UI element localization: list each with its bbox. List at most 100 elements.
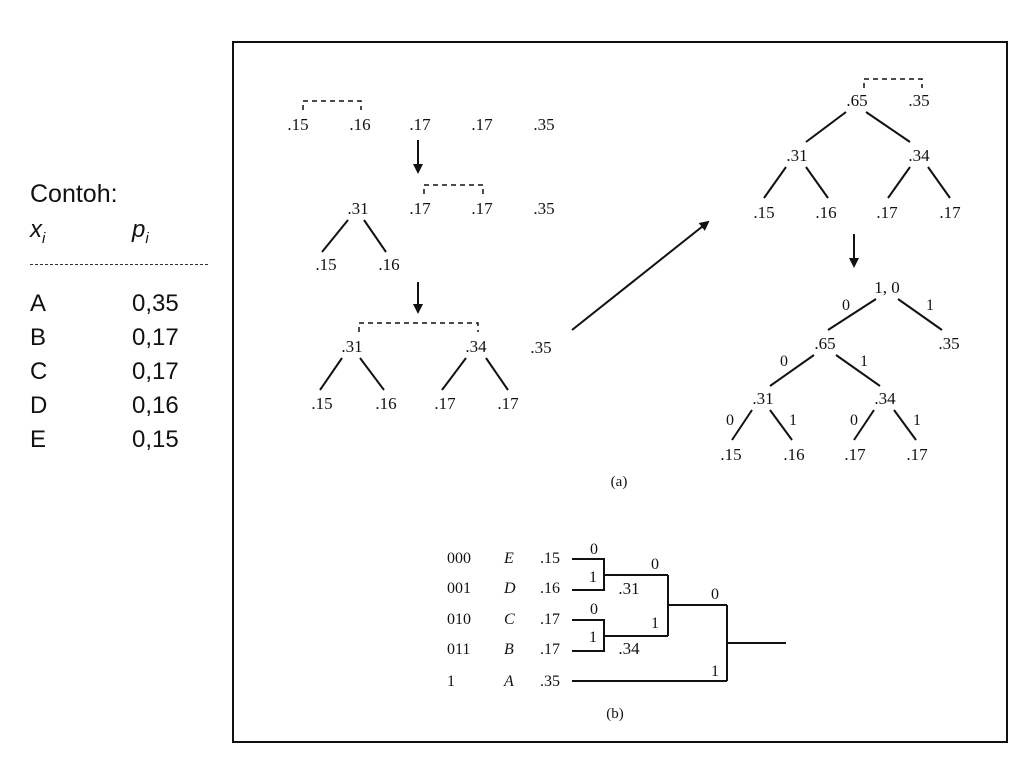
code-table-b: 000 E .15 001 D .16 010 C .17 011 B .17 … xyxy=(447,550,560,690)
merge-bracket xyxy=(358,322,479,332)
node-label: .17 xyxy=(876,203,898,222)
tree-edge xyxy=(441,357,467,391)
code-value: 010 xyxy=(447,611,471,628)
bit-label: 0 xyxy=(850,412,858,429)
bit-label: 0 xyxy=(711,586,719,603)
tree-edge xyxy=(805,166,829,199)
merge-value: .31 xyxy=(618,579,639,598)
tree-edge xyxy=(887,166,911,199)
node-label: .31 xyxy=(347,199,368,218)
node-label: .17 xyxy=(471,115,493,134)
node-label: .65 xyxy=(814,334,835,353)
node-label: .15 xyxy=(315,255,336,274)
node-label: .16 xyxy=(378,255,399,274)
prob-value: .35 xyxy=(540,673,560,690)
symbol-value: C xyxy=(504,611,515,628)
step3-row: .31 .15 .16 .34 .17 .17 .35 xyxy=(311,322,552,413)
tree-edge xyxy=(319,357,343,391)
bit-label: 0 xyxy=(842,297,850,314)
bit-label: 0 xyxy=(726,412,734,429)
step2-row: .31 .15 .16 .17 .17 .35 xyxy=(315,184,555,274)
node-label: .34 xyxy=(465,337,487,356)
symbol-value: E xyxy=(503,550,514,567)
node-label: .65 xyxy=(846,91,867,110)
prob-value: .15 xyxy=(540,550,560,567)
node-label: .34 xyxy=(874,389,896,408)
bit-label: 1 xyxy=(789,412,797,429)
node-label: .17 xyxy=(471,199,493,218)
node-label: .17 xyxy=(409,199,431,218)
node-label: .16 xyxy=(815,203,836,222)
node-label: .16 xyxy=(349,115,370,134)
tree-edge xyxy=(359,357,385,391)
merge-bracket xyxy=(302,100,362,110)
bit-label: 1 xyxy=(589,629,597,646)
node-label: .35 xyxy=(530,338,551,357)
tree-edge xyxy=(731,409,753,441)
bracket-line xyxy=(572,619,605,652)
bracket-line xyxy=(572,558,605,591)
symbol-value: A xyxy=(503,673,514,690)
header-separator xyxy=(30,264,208,265)
column-header-probability: pi xyxy=(132,216,149,247)
node-label: .17 xyxy=(939,203,961,222)
symbol-value: D xyxy=(503,580,516,597)
node-label: .17 xyxy=(906,445,928,464)
bit-label: 1 xyxy=(860,353,868,370)
final-tree: 1, 0 0 1 .65 .35 0 1 .31 .34 0 1 0 1 .15… xyxy=(720,278,959,464)
prob-value: .16 xyxy=(540,580,560,597)
code-value: 1 xyxy=(447,673,455,690)
code-value: 000 xyxy=(447,550,471,567)
caption-b: (b) xyxy=(606,706,624,722)
tree-edge xyxy=(827,298,877,331)
bit-label: 0 xyxy=(590,601,598,618)
tree-edge xyxy=(897,298,943,331)
bit-label: 1 xyxy=(913,412,921,429)
table-title: Contoh: xyxy=(30,180,118,208)
root-label: 1, 0 xyxy=(874,278,900,297)
node-label: .17 xyxy=(409,115,431,134)
node-label: .15 xyxy=(720,445,741,464)
tree-edge xyxy=(769,409,793,441)
node-label: .17 xyxy=(497,394,519,413)
bit-label: 1 xyxy=(711,663,719,680)
merge-bracket xyxy=(423,184,484,194)
node-label: .17 xyxy=(844,445,866,464)
diagonal-arrow-icon xyxy=(571,220,710,331)
node-label: .16 xyxy=(783,445,804,464)
tree-edge xyxy=(769,354,815,387)
merge-value: .34 xyxy=(618,639,640,658)
tree-edge xyxy=(927,166,951,199)
tree-edge xyxy=(763,166,787,199)
tree-edge xyxy=(805,111,847,143)
node-label: .35 xyxy=(533,199,554,218)
bit-label: 1 xyxy=(589,569,597,586)
merge-bracket xyxy=(863,78,923,88)
node-label: .15 xyxy=(753,203,774,222)
bit-label: 1 xyxy=(926,297,934,314)
node-label: .31 xyxy=(341,337,362,356)
node-label: .35 xyxy=(908,91,929,110)
symbol-value: B xyxy=(504,641,514,658)
tree-edge xyxy=(321,219,349,253)
node-label: .35 xyxy=(533,115,554,134)
merge-bracket-tree-b: 0 1 0 1 0 1 0 1 .31 .34 xyxy=(572,541,786,682)
node-label: .31 xyxy=(786,146,807,165)
step1-row: .15 .16 .17 .17 .35 xyxy=(287,100,555,134)
node-label: .35 xyxy=(938,334,959,353)
prob-value: .17 xyxy=(540,611,560,628)
tree-edge xyxy=(865,111,911,143)
prob-value: .17 xyxy=(540,641,560,658)
tree-edge xyxy=(835,354,881,387)
bit-label: 0 xyxy=(780,353,788,370)
tree-edge xyxy=(485,357,509,391)
tree-edge xyxy=(363,219,387,253)
caption-a: (a) xyxy=(611,474,628,490)
